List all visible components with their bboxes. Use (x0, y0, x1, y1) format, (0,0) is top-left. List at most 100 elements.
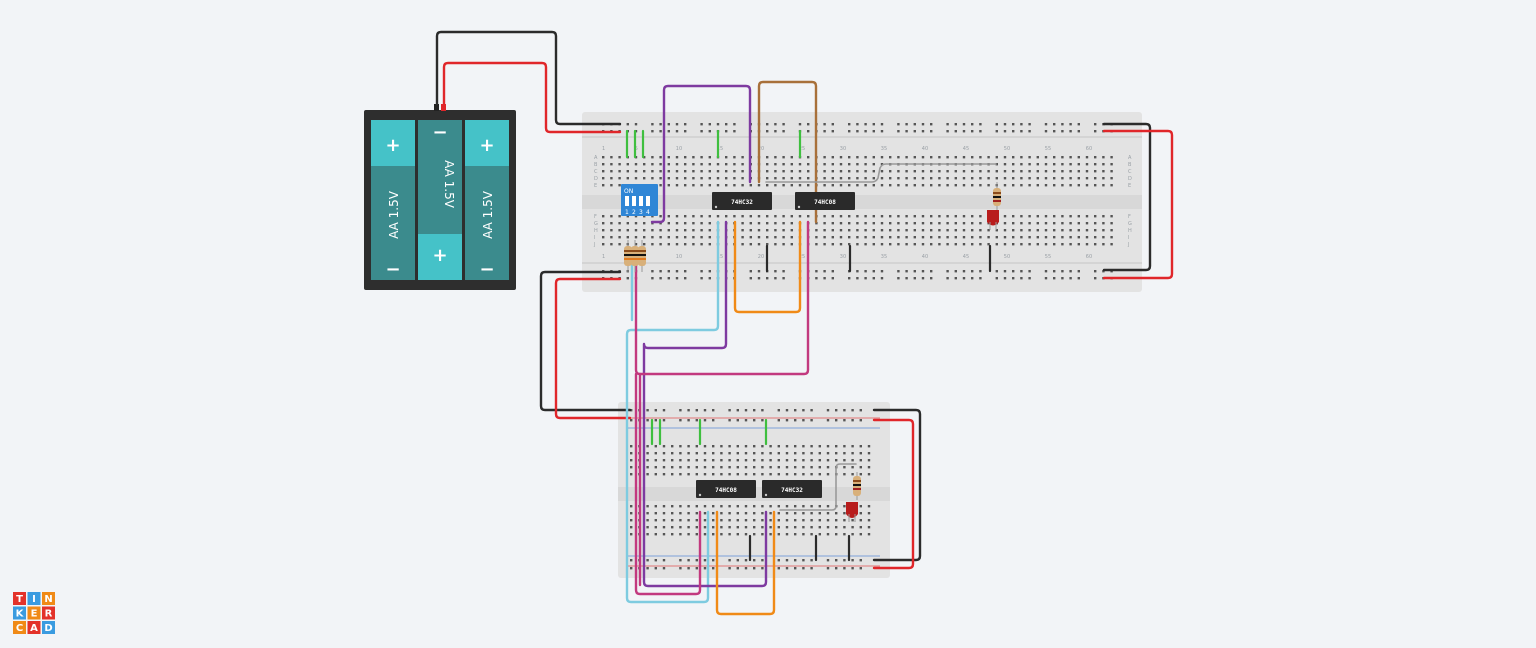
chip-label: 74HC08 (814, 199, 836, 206)
breadboard-bottom-holes (630, 409, 871, 570)
logo-letter: K (16, 609, 25, 620)
row-letter: J (1127, 242, 1129, 248)
row-letter: H (1128, 228, 1132, 234)
plus-sign: + (432, 245, 447, 266)
row-letter: C (594, 169, 598, 175)
logo-letter: A (30, 623, 38, 634)
dip-toggle-1[interactable] (625, 196, 629, 206)
wire-magenta[interactable] (634, 220, 810, 376)
battery-cell-label: AA 1.5V (387, 190, 401, 239)
breadboard-top[interactable]: 1155101015152020252530303535404045455050… (582, 112, 1142, 292)
column-number: 35 (881, 254, 887, 260)
row-letter: C (1128, 169, 1132, 175)
dip-number-2: 2 (632, 209, 636, 216)
row-letter: B (594, 162, 598, 168)
column-number: 55 (1045, 146, 1051, 152)
wires (435, 30, 1174, 616)
resistor[interactable] (631, 240, 639, 272)
battery-terminal-positive[interactable] (441, 104, 446, 111)
row-letter: I (1128, 235, 1129, 241)
dip-toggle-4[interactable] (646, 196, 650, 206)
wire-red[interactable] (554, 277, 632, 420)
chip-74hc08-bottom[interactable]: 74HC08 (696, 480, 756, 498)
wire-black[interactable] (539, 270, 632, 412)
wire-brown[interactable] (757, 80, 818, 224)
battery-terminal-negative[interactable] (434, 104, 439, 111)
column-number: 25 (799, 146, 805, 152)
wire-black[interactable] (435, 30, 622, 126)
wire-orange[interactable] (733, 220, 802, 314)
row-letter: G (1128, 221, 1132, 227)
logo-letter: E (31, 609, 38, 620)
chip-74hc08-top[interactable]: 74HC08 (795, 192, 855, 210)
chip-74hc32-bottom[interactable]: 74HC32 (762, 480, 822, 498)
row-letter: E (1128, 183, 1131, 189)
led-top[interactable] (987, 182, 1001, 230)
column-number: 30 (840, 146, 846, 152)
column-number: 60 (1086, 254, 1092, 260)
wire-black[interactable] (872, 408, 922, 562)
dip-number-1: 1 (625, 209, 629, 216)
column-number: 40 (922, 254, 928, 260)
column-number: 20 (758, 254, 764, 260)
wire-red[interactable] (1102, 129, 1174, 280)
column-number: 50 (1004, 146, 1010, 152)
wire-purple[interactable] (650, 84, 752, 224)
battery-cell-2: − + AA 1.5V (418, 120, 462, 280)
battery-cell-label: AA 1.5V (481, 190, 495, 239)
column-number: 15 (717, 146, 723, 152)
chip-label: 74HC32 (731, 199, 753, 206)
plus-sign: + (385, 135, 400, 156)
column-number: 35 (881, 146, 887, 152)
wire-magenta[interactable] (634, 372, 702, 596)
column-number: 50 (1004, 254, 1010, 260)
column-number: 1 (602, 254, 605, 260)
wire-light-blue[interactable] (625, 220, 720, 604)
wire-red[interactable] (872, 418, 915, 570)
breadboard-top-column-numbers: 1155101015152020252530303535404045455050… (593, 146, 1132, 260)
dip-number-3: 3 (639, 209, 643, 216)
minus-sign: − (479, 259, 494, 280)
dip-switch[interactable]: ON 1 2 3 4 (621, 184, 658, 216)
logo-letter: I (32, 594, 36, 605)
column-number: 30 (840, 254, 846, 260)
minus-sign: − (385, 259, 400, 280)
minus-sign: − (432, 122, 447, 143)
chip-label: 74HC08 (715, 487, 737, 494)
column-number: 55 (1045, 254, 1051, 260)
dip-on-label: ON (624, 188, 633, 195)
battery-cell-1: + − AA 1.5V (371, 120, 415, 280)
chip-label: 74HC32 (781, 487, 803, 494)
column-number: 10 (676, 254, 682, 260)
wire-gray[interactable] (765, 163, 997, 183)
logo-letter: N (44, 594, 52, 605)
battery-pack[interactable]: + − AA 1.5V − + AA 1.5V + − AA 1.5V (364, 104, 516, 290)
resistor[interactable] (624, 240, 632, 272)
row-letter: B (1128, 162, 1132, 168)
chip-74hc32-top[interactable]: 74HC32 (712, 192, 772, 210)
row-letter: F (594, 214, 597, 220)
wire-purple[interactable] (642, 220, 768, 588)
dip-toggle-3[interactable] (639, 196, 643, 206)
wire-black[interactable] (1102, 122, 1152, 272)
column-number: 40 (922, 146, 928, 152)
wire-red[interactable] (442, 61, 622, 134)
row-letter: F (1128, 214, 1131, 220)
column-number: 20 (758, 146, 764, 152)
led-bottom[interactable] (846, 472, 861, 522)
column-number: 15 (717, 254, 723, 260)
column-number: 10 (676, 146, 682, 152)
row-letter: E (594, 183, 597, 189)
battery-cell-3: + − AA 1.5V (465, 120, 509, 280)
row-letter: D (1128, 176, 1132, 182)
row-letter: A (594, 155, 598, 161)
wire-gray[interactable] (779, 463, 857, 511)
dip-toggle-2[interactable] (632, 196, 636, 206)
column-number: 5 (635, 146, 638, 152)
plus-sign: + (479, 135, 494, 156)
wire-orange[interactable] (715, 510, 776, 616)
resistor-array[interactable] (624, 240, 646, 272)
resistor[interactable] (638, 240, 646, 272)
